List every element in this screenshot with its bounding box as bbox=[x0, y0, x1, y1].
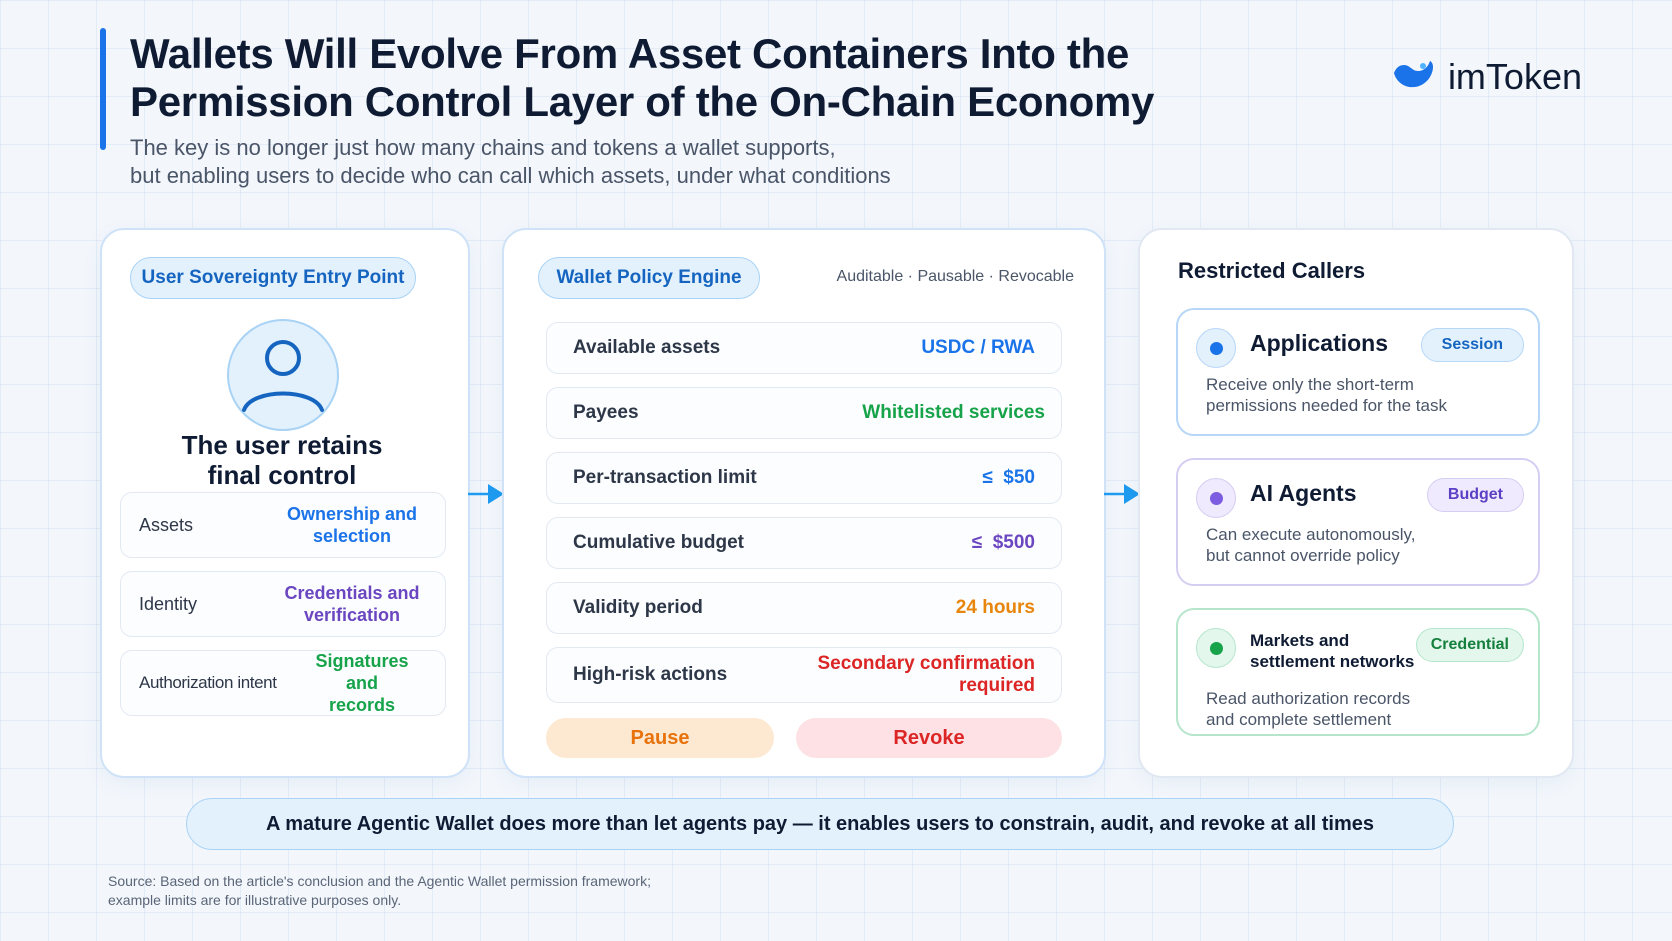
authorization-intent-row: Authorization intent Signatures and reco… bbox=[120, 650, 446, 716]
row-value-line-1: Ownership and bbox=[286, 504, 418, 524]
row-label: Authorization intent bbox=[139, 673, 277, 692]
restricted-callers-title: Restricted Callers bbox=[1178, 258, 1366, 283]
status-dot-icon bbox=[1196, 628, 1236, 668]
title-line-1: Wallets Will Evolve From Asset Container… bbox=[130, 30, 1130, 77]
user-retains-control-text: The user retains final control bbox=[122, 430, 442, 490]
conclusion-banner: A mature Agentic Wallet does more than l… bbox=[186, 798, 1454, 850]
identity-row: Identity Credentials and verification bbox=[120, 571, 446, 637]
flow-arrow-icon bbox=[1104, 484, 1140, 504]
desc-line-1: Receive only the short-term bbox=[1206, 375, 1414, 394]
session-badge: Session bbox=[1420, 328, 1524, 362]
caller-card-applications: Applications Session Receive only the sh… bbox=[1176, 308, 1540, 436]
caller-description: Can execute autonomously, but cannot ove… bbox=[1206, 524, 1526, 566]
policy-properties-tag: Auditable · Pausable · Revocable bbox=[836, 268, 1074, 285]
row-value: Ownership and selection bbox=[277, 503, 427, 547]
desc-line-2: permissions needed for the task bbox=[1206, 396, 1447, 415]
policy-row-payees: Payees Whitelisted services bbox=[546, 387, 1062, 439]
row-value: ≤ $50 bbox=[982, 467, 1035, 488]
page-title: Wallets Will Evolve From Asset Container… bbox=[130, 30, 1280, 126]
subtitle-line-1: The key is no longer just how many chain… bbox=[130, 135, 836, 160]
policy-row-high-risk-actions: High-risk actions Secondary confirmation… bbox=[546, 647, 1062, 703]
row-value-line-1: Signatures and bbox=[315, 651, 409, 693]
policy-row-available-assets: Available assets USDC / RWA bbox=[546, 322, 1062, 374]
caller-card-ai-agents: AI Agents Budget Can execute autonomousl… bbox=[1176, 458, 1540, 586]
row-label: Available assets bbox=[573, 337, 721, 358]
row-value: Secondary confirmation required bbox=[818, 653, 1036, 697]
logo-text: imToken bbox=[1447, 56, 1582, 97]
page-subtitle: The key is no longer just how many chain… bbox=[130, 134, 1130, 190]
row-label: Validity period bbox=[573, 597, 703, 618]
caller-description: Receive only the short-term permissions … bbox=[1206, 374, 1526, 416]
restricted-callers-panel: Restricted Callers Applications Session … bbox=[1138, 228, 1574, 778]
source-note: Source: Based on the article's conclusio… bbox=[108, 872, 808, 910]
desc-line-1: Read authorization records bbox=[1206, 689, 1411, 708]
pause-button[interactable]: Pause bbox=[546, 718, 774, 758]
row-label: Assets bbox=[139, 514, 194, 535]
caller-description: Read authorization records and complete … bbox=[1206, 688, 1526, 730]
imtoken-wave-icon bbox=[1393, 61, 1433, 88]
row-label: Payees bbox=[573, 402, 639, 423]
user-sovereignty-pill: User Sovereignty Entry Point bbox=[130, 257, 416, 299]
row-label: Per-transaction limit bbox=[573, 467, 757, 488]
source-line-1: Source: Based on the article's conclusio… bbox=[108, 873, 651, 889]
imtoken-logo: imToken bbox=[1390, 56, 1582, 98]
status-dot-icon bbox=[1196, 328, 1236, 368]
caller-name: AI Agents bbox=[1250, 480, 1357, 506]
row-value-line-1: Secondary confirmation bbox=[817, 653, 1036, 674]
retain-line-1: The user retains bbox=[181, 430, 383, 460]
row-value: ≤ $500 bbox=[971, 532, 1035, 553]
row-value: 24 hours bbox=[955, 597, 1035, 618]
desc-line-1: Can execute autonomously, bbox=[1206, 525, 1416, 544]
row-label: Cumulative budget bbox=[573, 532, 745, 553]
row-value-line-2: verification bbox=[303, 605, 401, 625]
title-line-2: Permission Control Layer of the On-Chain… bbox=[130, 78, 1155, 125]
user-avatar-icon bbox=[227, 319, 339, 431]
source-line-2: example limits are for illustrative purp… bbox=[108, 892, 402, 908]
caller-name: Applications bbox=[1250, 330, 1389, 356]
row-value-line-1: Credentials and bbox=[284, 583, 420, 603]
row-value-line-2: required bbox=[958, 675, 1035, 696]
revoke-button[interactable]: Revoke bbox=[796, 718, 1062, 758]
status-dot-icon bbox=[1196, 478, 1236, 518]
row-value-line-2: selection bbox=[312, 526, 392, 546]
budget-badge: Budget bbox=[1426, 478, 1524, 512]
assets-row: Assets Ownership and selection bbox=[120, 492, 446, 558]
row-value: USDC / RWA bbox=[921, 337, 1035, 358]
user-sovereignty-panel: User Sovereignty Entry Point The user re… bbox=[100, 228, 470, 778]
row-value: Signatures and records bbox=[297, 650, 427, 716]
caller-name: Markets and settlement networks bbox=[1250, 630, 1420, 672]
row-value: Credentials and verification bbox=[277, 582, 427, 626]
name-line-2: settlement networks bbox=[1250, 652, 1415, 671]
row-value-line-2: records bbox=[328, 695, 396, 715]
desc-line-2: but cannot override policy bbox=[1206, 546, 1400, 565]
policy-row-validity-period: Validity period 24 hours bbox=[546, 582, 1062, 634]
desc-line-2: and complete settlement bbox=[1206, 710, 1392, 729]
policy-engine-pill: Wallet Policy Engine bbox=[538, 257, 760, 299]
retain-line-2: final control bbox=[207, 460, 357, 490]
policy-row-cumulative-budget: Cumulative budget ≤ $500 bbox=[546, 517, 1062, 569]
row-label: High-risk actions bbox=[573, 664, 728, 685]
credential-badge: Credential bbox=[1415, 628, 1524, 662]
row-value: Whitelisted services bbox=[862, 402, 1045, 423]
title-accent-bar bbox=[100, 28, 106, 150]
caller-card-markets: Markets and settlement networks Credenti… bbox=[1176, 608, 1540, 736]
flow-arrow-icon bbox=[468, 484, 504, 504]
wallet-policy-engine-panel: Wallet Policy Engine Auditable · Pausabl… bbox=[502, 228, 1106, 778]
policy-row-per-transaction-limit: Per-transaction limit ≤ $50 bbox=[546, 452, 1062, 504]
name-line-1: Markets and bbox=[1250, 631, 1350, 650]
row-label: Identity bbox=[139, 593, 198, 614]
subtitle-line-2: but enabling users to decide who can cal… bbox=[130, 163, 891, 188]
